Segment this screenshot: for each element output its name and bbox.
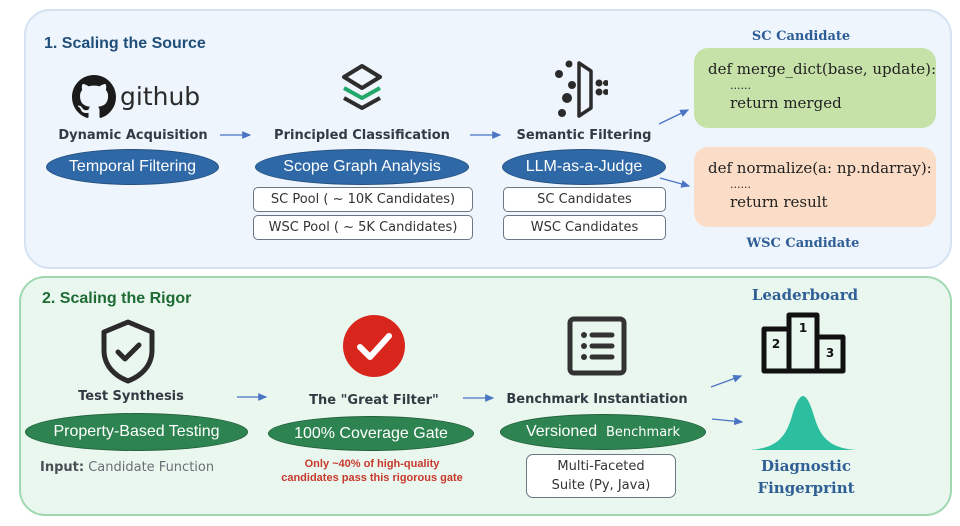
sc-candidate-title: SC Candidate (751, 29, 851, 44)
code-line: return merged (730, 94, 842, 112)
pill-temporal-filtering: Temporal Filtering (46, 149, 219, 185)
code-line: return result (730, 193, 828, 211)
diagnostic-fingerprint-title: Diagnostic Fingerprint (757, 455, 854, 499)
warning-line: Only ~40% of high-quality (304, 458, 440, 470)
pill-versioned-text: Versioned (525, 423, 598, 440)
section-title-rigor: 2. Scaling the Rigor (42, 290, 192, 307)
suite-line: Suite (Py, Java) (551, 478, 651, 493)
code-line: def normalize(a: np.ndarray): (708, 159, 932, 177)
step-label-dynamic-acquisition: Dynamic Acquisition (58, 128, 208, 143)
step-label-semantic-filtering: Semantic Filtering (516, 128, 652, 143)
github-icon (72, 75, 116, 118)
shield-check-icon (101, 319, 155, 384)
pill-llm-as-a-judge: LLM-as-a-Judge (502, 149, 666, 185)
podium-icon: 1 2 3 (761, 312, 846, 374)
pill-property-based-testing: Property-Based Testing (25, 413, 248, 451)
code-line: ...... (730, 79, 751, 92)
wsc-candidates-box: WSC Candidates (503, 215, 666, 240)
warning-note: Only ~40% of high-quality candidates pas… (281, 457, 463, 485)
multi-faceted-suite-box: Multi-Faceted Suite (Py, Java) (526, 454, 676, 498)
github-wordmark: github (120, 82, 201, 111)
step-label-great-filter: The "Great Filter" (309, 393, 439, 408)
wsc-candidate-code-card: def normalize(a: np.ndarray): ...... ret… (694, 147, 936, 227)
pill-coverage-gate: 100% Coverage Gate (268, 416, 474, 451)
suite-line: Multi-Faceted (557, 459, 645, 474)
wsc-candidate-title: WSC Candidate (746, 236, 860, 251)
fingerprint-title-line: Fingerprint (757, 479, 855, 497)
semantic-filter-icon (555, 60, 608, 118)
distribution-curve-icon (750, 396, 856, 450)
sc-pool-box: SC Pool ( ~ 10K Candidates) (253, 187, 473, 212)
input-note-value: Candidate Function (84, 460, 215, 475)
code-line: def merge_dict(base, update): (708, 60, 937, 78)
input-note: Input: Candidate Function (40, 460, 214, 475)
wsc-pool-box: WSC Pool ( ~ 5K Candidates) (253, 215, 473, 240)
list-document-icon (567, 316, 627, 376)
warning-line: candidates pass this rigorous gate (281, 472, 463, 484)
input-note-label: Input: (40, 460, 85, 475)
fingerprint-title-line: Diagnostic (760, 457, 852, 475)
sc-candidate-code-card: def merge_dict(base, update): ...... ret… (694, 48, 936, 128)
section-title-source: 1. Scaling the Source (44, 35, 206, 52)
code-line: ...... (730, 178, 751, 191)
pill-benchmark-text: Benchmark (606, 424, 681, 440)
red-check-circle-icon (343, 315, 405, 377)
sc-candidates-box: SC Candidates (503, 187, 666, 212)
step-label-benchmark-instantiation: Benchmark Instantiation (506, 392, 688, 407)
layers-icon (342, 64, 382, 110)
rank-2-label: 2 (772, 337, 780, 351)
step-label-principled-classification: Principled Classification (274, 128, 450, 143)
pill-versioned-benchmark: Versioned Benchmark (500, 414, 706, 450)
rank-1-label: 1 (799, 321, 807, 335)
rank-3-label: 3 (826, 346, 834, 360)
pill-scope-graph-analysis: Scope Graph Analysis (255, 149, 469, 185)
leaderboard-title: Leaderboard (751, 286, 859, 304)
step-label-test-synthesis: Test Synthesis (78, 389, 184, 404)
